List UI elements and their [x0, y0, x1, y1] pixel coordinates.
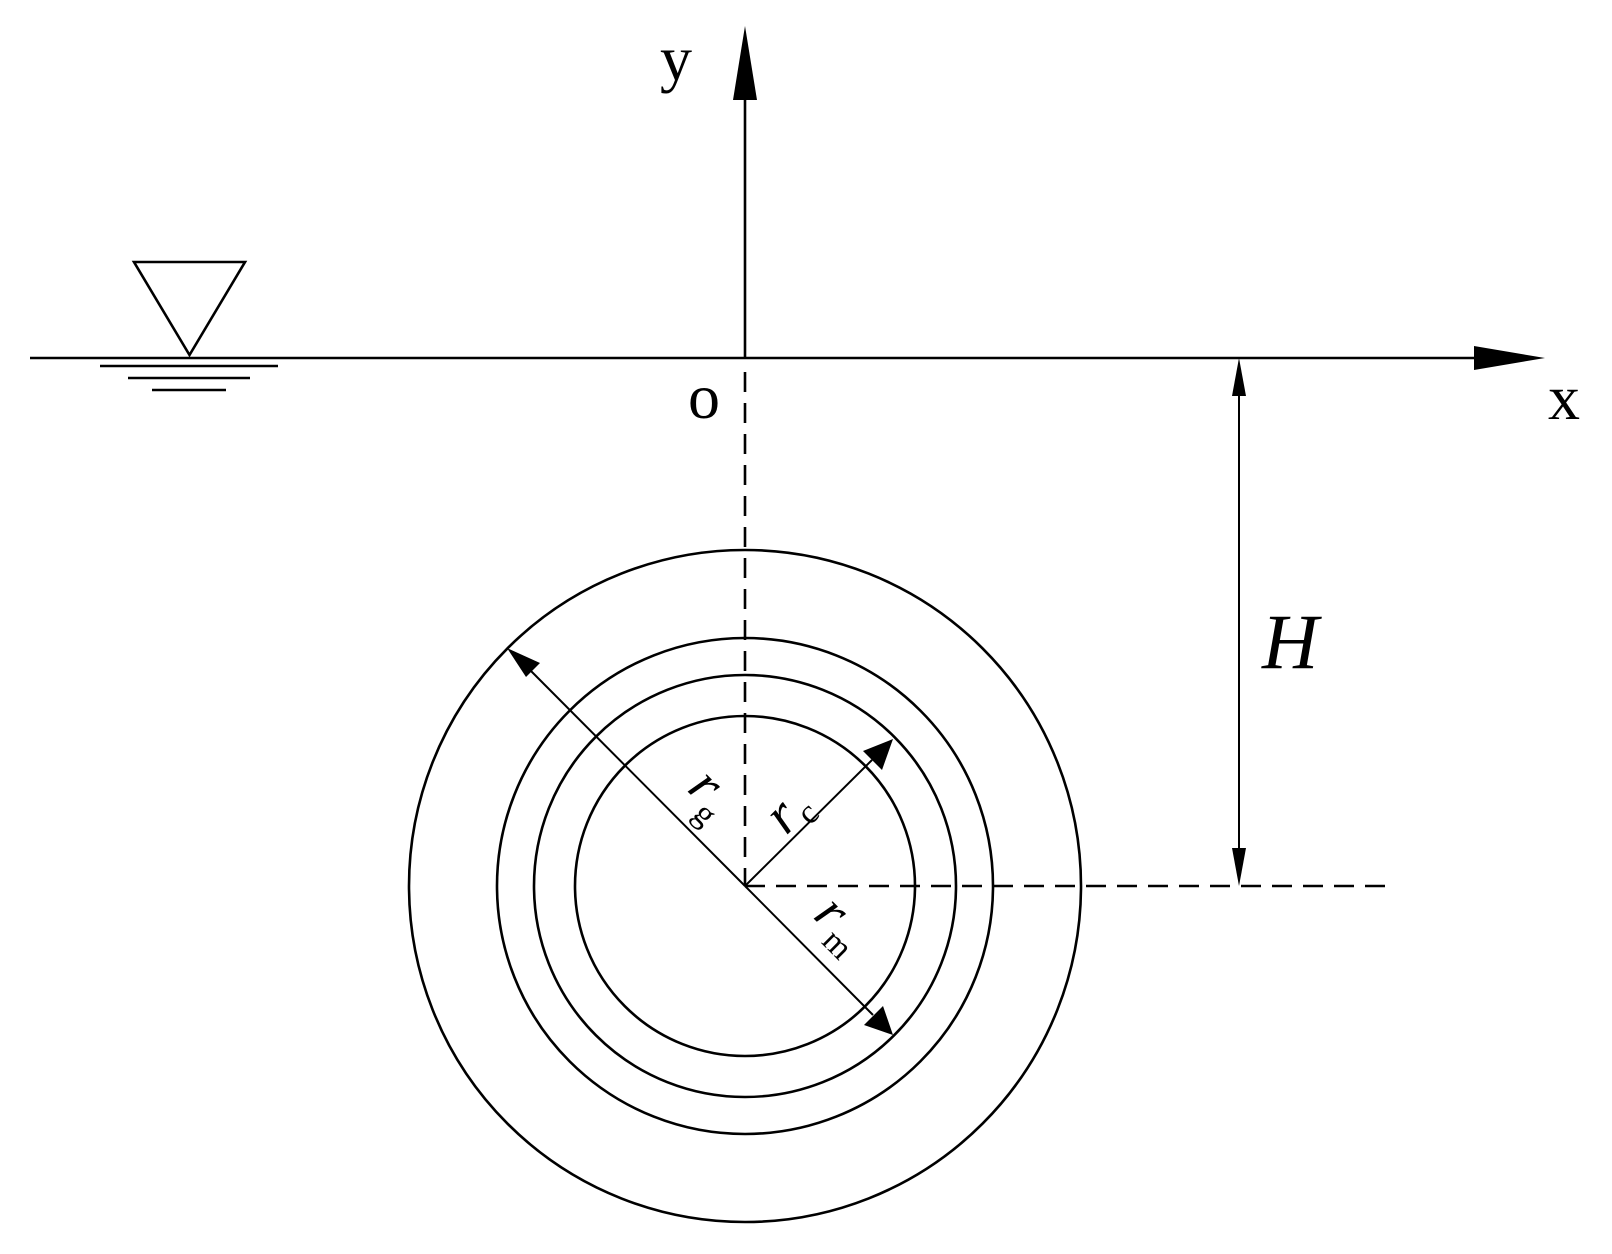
radius-rm-dimension [744, 885, 893, 1035]
outer-grouting-circle [407, 548, 1083, 1224]
radius-rg-dimension [507, 648, 746, 887]
inner-tunnel-circle [573, 714, 917, 1058]
depth-label: H [1261, 598, 1322, 685]
radius-rm-label: r m [803, 882, 862, 966]
origin-label: o [688, 361, 720, 432]
radius-rc-dimension [744, 739, 893, 887]
x-axis-label: x [1548, 362, 1580, 433]
lining-middle-circle [532, 673, 958, 1099]
depth-dimension [1232, 358, 1246, 886]
water-level-icon [100, 260, 278, 392]
x-axis [30, 346, 1545, 370]
lining-outer-circle [495, 636, 995, 1136]
y-axis [733, 26, 757, 358]
radius-rc-label: r c [751, 786, 826, 845]
y-axis-label: y [660, 23, 692, 94]
